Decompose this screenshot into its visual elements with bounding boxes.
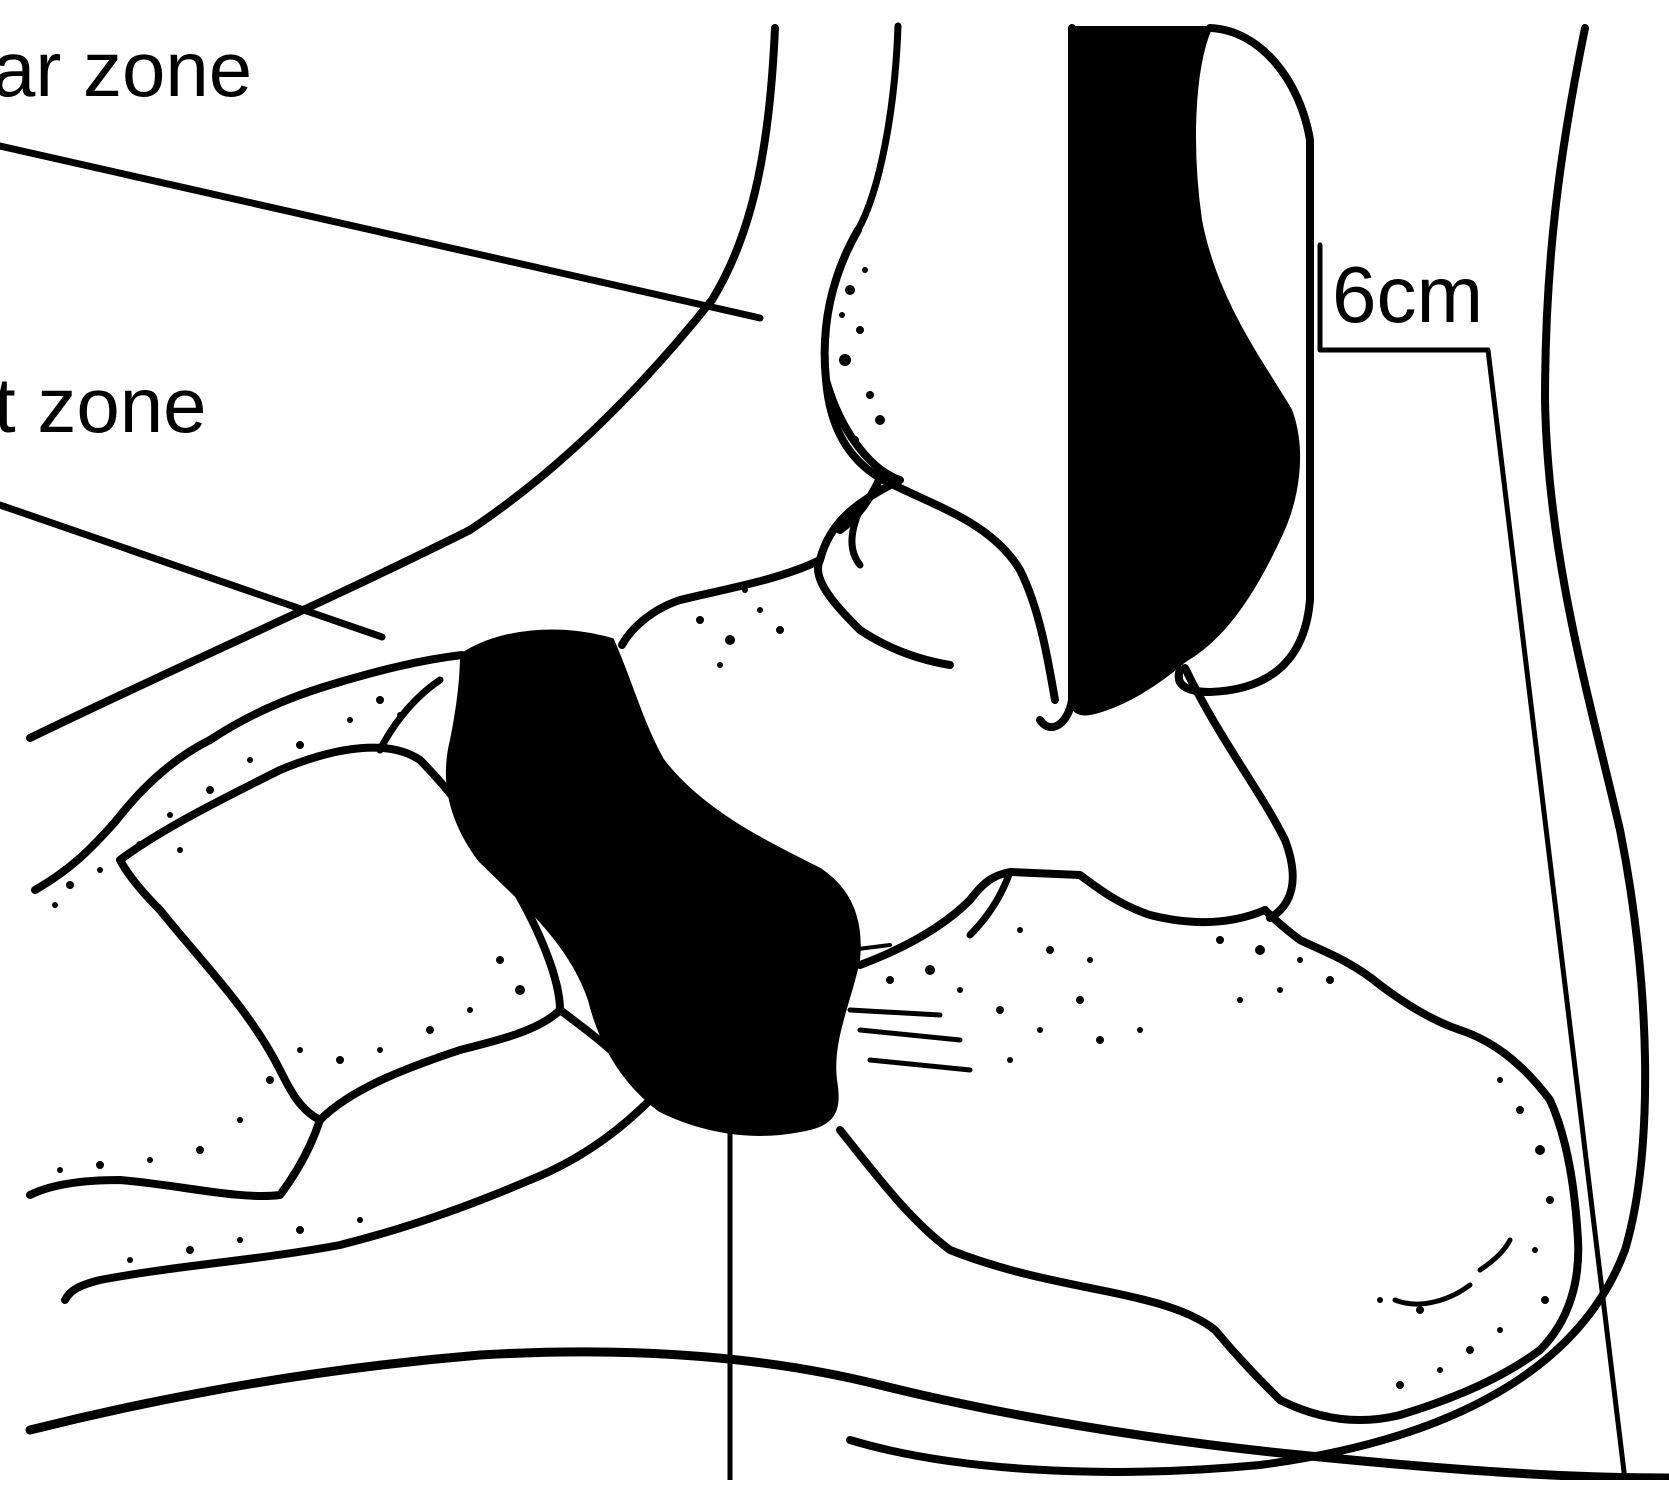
measurement-bracket: 6cm — [1320, 245, 1625, 1480]
calcaneus — [840, 872, 1578, 1420]
bone-stippling — [52, 267, 1554, 1389]
tibia-fibula — [825, 28, 1310, 918]
middle-zone-label: t zone — [0, 361, 206, 449]
top-zone-label: ar zone — [0, 25, 252, 113]
measurement-label: 6cm — [1332, 250, 1483, 339]
talus — [622, 380, 950, 665]
fibula-shaded — [1072, 28, 1298, 714]
